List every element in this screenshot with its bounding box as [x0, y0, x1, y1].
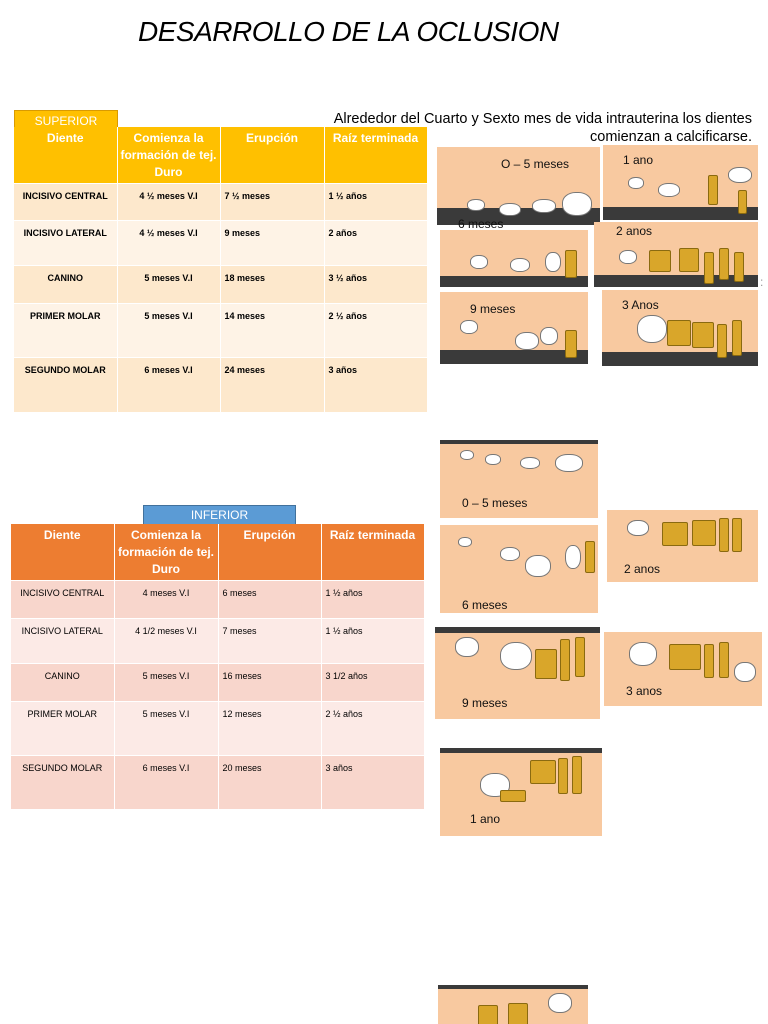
- cell: 9 meses: [220, 220, 325, 266]
- table-header-row: Diente Comienza la formación de tej. Dur…: [11, 524, 425, 581]
- table-row: SEGUNDO MOLAR 6 meses V.I 20 meses 3 año…: [11, 755, 425, 809]
- dental-development-illustration-icon: 1 ano: [440, 748, 602, 836]
- cell: 14 meses: [220, 303, 325, 358]
- image-label: O – 5 meses: [501, 157, 570, 171]
- cell: 1 ½ años: [321, 580, 425, 619]
- image-label: 9 meses: [470, 302, 516, 316]
- column-header: Erupción: [218, 524, 322, 581]
- table-row: CANINO 5 meses V.I 18 meses 3 ½ años: [14, 265, 428, 304]
- image-label: 9 meses: [462, 696, 508, 710]
- image-label: 2 anos: [616, 224, 653, 238]
- cell: 18 meses: [220, 265, 325, 304]
- cell: 4 1/2 meses V.I: [114, 618, 219, 664]
- superior-label: SUPERIOR: [14, 110, 118, 132]
- cell: 1 ½ años: [324, 183, 428, 221]
- image-label: 2 anos: [624, 562, 661, 576]
- dental-development-illustration-icon: 6 meses: [440, 525, 598, 613]
- dental-development-illustration-icon: 2 anos: [607, 510, 758, 582]
- cell: PRIMER MOLAR: [14, 303, 118, 358]
- cell: 3 ½ años: [324, 265, 428, 304]
- cell: 24 meses: [220, 357, 325, 412]
- intro-text: Alrededor del Cuarto y Sexto mes de vida…: [333, 111, 752, 145]
- inferior-label: INFERIOR: [143, 505, 296, 525]
- cell: 7 meses: [218, 618, 322, 664]
- inferior-table: Diente Comienza la formación de tej. Dur…: [11, 524, 425, 809]
- cell: 3 1/2 años: [321, 663, 425, 702]
- superior-table: Diente Comienza la formación de tej. Dur…: [14, 127, 428, 412]
- cell: 2 años: [324, 220, 428, 266]
- table-row: PRIMER MOLAR 5 meses V.I 12 meses 2 ½ añ…: [11, 701, 425, 756]
- column-header: Diente: [14, 127, 118, 184]
- cell: SEGUNDO MOLAR: [11, 755, 115, 809]
- side-mark: :: [760, 275, 764, 289]
- dental-development-illustration-icon: O – 5 meses: [437, 147, 600, 225]
- cell: 5 meses V.I: [117, 303, 221, 358]
- image-label: 6 meses: [462, 598, 508, 612]
- cell: 5 meses V.I: [114, 701, 219, 756]
- table-row: SEGUNDO MOLAR 6 meses V.I 24 meses 3 año…: [14, 357, 428, 412]
- cell: 6 meses V.I: [117, 357, 221, 412]
- cell: SEGUNDO MOLAR: [14, 357, 118, 412]
- table-row: INCISIVO CENTRAL 4 meses V.I 6 meses 1 ½…: [11, 580, 425, 619]
- dental-development-illustration-icon: 2 anos: [594, 222, 758, 287]
- column-header: Raíz terminada: [324, 127, 428, 184]
- page-title: DESARROLLO DE LA OCLUSION: [138, 16, 559, 47]
- cell: 4 ½ meses V.I: [117, 183, 221, 221]
- image-label: 3 Anos: [622, 298, 659, 312]
- image-label: 0 – 5 meses: [462, 496, 528, 510]
- column-header: Erupción: [220, 127, 325, 184]
- cell: 6 meses: [218, 580, 322, 619]
- cell: CANINO: [14, 265, 118, 304]
- table-row: INCISIVO LATERAL 4 ½ meses V.I 9 meses 2…: [14, 220, 428, 266]
- image-label: 3 anos: [626, 684, 663, 698]
- dental-development-illustration-icon: 0 – 5 meses: [440, 440, 598, 518]
- cell: 16 meses: [218, 663, 322, 702]
- table-header-row: Diente Comienza la formación de tej. Dur…: [14, 127, 428, 184]
- cell: 20 meses: [218, 755, 322, 809]
- cell: 1 ½ años: [321, 618, 425, 664]
- dental-development-illustration-icon: 9 meses: [435, 627, 600, 719]
- cell: INCISIVO CENTRAL: [14, 183, 118, 221]
- cell: 3 años: [321, 755, 425, 809]
- cell: 2 ½ años: [321, 701, 425, 756]
- cell: 5 meses V.I: [114, 663, 219, 702]
- dental-development-illustration-icon: 9 meses: [440, 292, 588, 364]
- cell: 7 ½ meses: [220, 183, 325, 221]
- cell: PRIMER MOLAR: [11, 701, 115, 756]
- table-row: INCISIVO LATERAL 4 1/2 meses V.I 7 meses…: [11, 618, 425, 664]
- dental-development-illustration-icon: 3 anos: [604, 632, 762, 706]
- cell: 6 meses V.I: [114, 755, 219, 809]
- cell: INCISIVO LATERAL: [11, 618, 115, 664]
- cell: CANINO: [11, 663, 115, 702]
- table-row: CANINO 5 meses V.I 16 meses 3 1/2 años: [11, 663, 425, 702]
- dental-development-illustration-icon: [440, 230, 588, 287]
- dental-development-illustration-icon: 1 ano: [603, 145, 758, 220]
- cell: INCISIVO CENTRAL: [11, 580, 115, 619]
- cell: INCISIVO LATERAL: [14, 220, 118, 266]
- image-label: 6 meses: [458, 217, 504, 231]
- cell: 5 meses V.I: [117, 265, 221, 304]
- column-header: Diente: [11, 524, 115, 581]
- dental-development-illustration-icon: 3 Anos: [602, 290, 758, 366]
- cell: 2 ½ años: [324, 303, 428, 358]
- table-row: PRIMER MOLAR 5 meses V.I 14 meses 2 ½ añ…: [14, 303, 428, 358]
- cell: 4 meses V.I: [114, 580, 219, 619]
- image-label: 1 ano: [470, 812, 501, 826]
- column-header: Comienza la formación de tej. Duro: [114, 524, 219, 581]
- cell: 12 meses: [218, 701, 322, 756]
- column-header: Comienza la formación de tej. Duro: [117, 127, 221, 184]
- column-header: Raíz terminada: [321, 524, 425, 581]
- cell: 4 ½ meses V.I: [117, 220, 221, 266]
- cell: 3 años: [324, 357, 428, 412]
- dental-development-illustration-icon: [438, 985, 588, 1024]
- table-row: INCISIVO CENTRAL 4 ½ meses V.I 7 ½ meses…: [14, 183, 428, 221]
- image-label: 1 ano: [623, 153, 654, 167]
